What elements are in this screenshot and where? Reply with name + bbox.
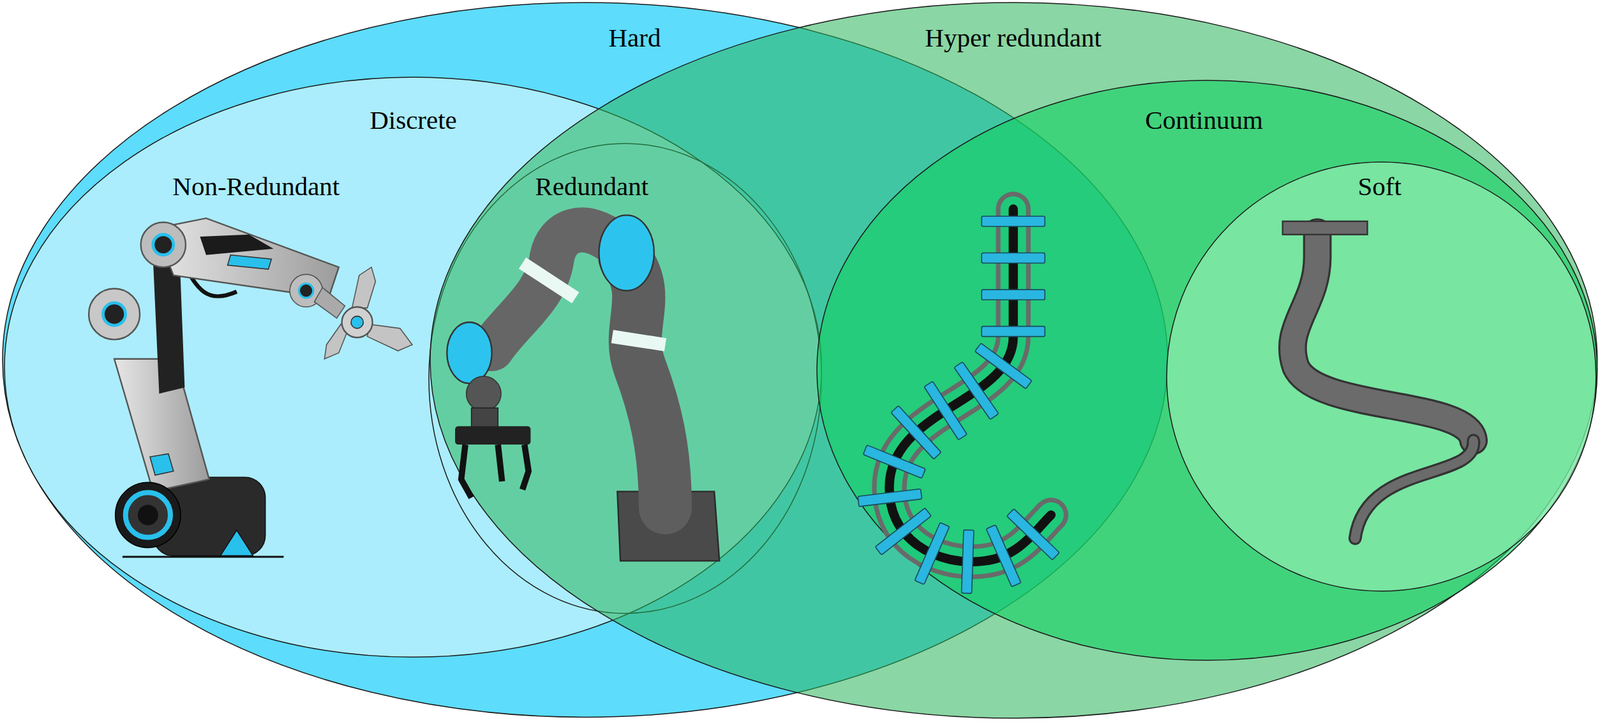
redundant-robot-part: [466, 376, 501, 412]
continuum-discs-part: [981, 216, 1045, 227]
continuum-discs-part: [924, 381, 967, 441]
industrial-robot-part: [298, 283, 313, 298]
continuum-discs-part: [862, 445, 926, 479]
continuum-discs-part: [857, 488, 922, 507]
region-label-holder: Hard: [608, 23, 661, 53]
industrial-robot-part: [141, 222, 186, 268]
industrial-robot-part: [314, 287, 345, 319]
industrial-robot-part: [342, 306, 373, 338]
soft-robot: [1282, 221, 1474, 539]
ellipse-shape: [430, 2, 1598, 719]
soft-robot-part: [1354, 441, 1474, 539]
region-label-holder: Redundant: [534, 172, 649, 202]
industrial-robot-part: [137, 504, 159, 526]
soft-robot-part: [1292, 232, 1473, 442]
continuum-discs-part: [975, 343, 1032, 390]
region-label: Redundant: [534, 171, 649, 202]
redundant-robot-part: [522, 263, 576, 299]
continuum-discs-part: [874, 508, 932, 556]
region-label-holder: Non-Redundant: [172, 172, 340, 202]
soft-region: Soft: [1166, 161, 1597, 593]
continuum-discs-part: [954, 361, 999, 420]
ellipse-outline: [1166, 161, 1597, 593]
continuum-robot-part: [889, 209, 1051, 563]
continuum-discs-part: [981, 289, 1045, 300]
industrial-robot-part: [125, 492, 171, 538]
industrial-robot-part: [115, 482, 181, 548]
continuum-region: ContinuumSoft: [816, 79, 1599, 662]
continuum-discs-part: [986, 525, 1022, 588]
redundant-robot-part: [599, 215, 655, 291]
continuum-discs-part: [981, 253, 1045, 264]
region-label: Discrete: [369, 105, 457, 135]
industrial-robot-part: [220, 530, 253, 556]
industrial-robot-part: [199, 234, 274, 256]
soft-robot-part: [1282, 221, 1368, 235]
continuum-discs: [857, 216, 1060, 594]
industrial-robot-part: [102, 303, 126, 326]
region-label: Soft: [1357, 171, 1401, 202]
industrial-robot-part: [153, 234, 174, 256]
soft-robot-part: [1354, 441, 1474, 539]
region-label: Hyper redundant: [924, 22, 1102, 53]
industrial-robot-part: [149, 453, 174, 476]
industrial-robot-part: [367, 324, 413, 352]
region-label-holder: Hyper redundant: [924, 23, 1102, 53]
industrial-robot: [88, 218, 413, 558]
redundant-robot-part: [497, 444, 502, 482]
continuum-robot: [857, 209, 1060, 595]
continuum-robot-part: [889, 209, 1051, 563]
redundant-robot-part: [624, 257, 666, 509]
continuum-discs-part: [914, 522, 950, 585]
ellipse-shape: [1166, 162, 1597, 592]
redundant-robot-part: [492, 230, 617, 350]
continuum-discs-part: [981, 326, 1045, 337]
region-label: Non-Redundant: [172, 171, 340, 202]
continuum-discs-part: [890, 405, 942, 460]
redundant-robot-part: [446, 322, 492, 384]
industrial-robot-part: [227, 255, 272, 270]
region-label: Hard: [608, 22, 661, 53]
region-label-holder: Soft: [1357, 172, 1401, 202]
continuum-discs-part: [961, 530, 974, 595]
industrial-robot-part: [351, 316, 364, 329]
industrial-robot-part: [88, 288, 140, 340]
region-label-holder: Discrete: [369, 105, 457, 135]
continuum-robot-part: [889, 209, 1051, 563]
ellipse-shape: [816, 80, 1598, 661]
redundant-robot-part: [461, 444, 472, 498]
region-label: Continuum: [1144, 105, 1264, 135]
redundant-robot-part: [612, 336, 666, 346]
redundant-robot-part: [522, 444, 530, 490]
soft-robot-part: [1292, 232, 1473, 442]
region-label-holder: Continuum: [1144, 105, 1264, 135]
industrial-robot-part: [352, 267, 376, 309]
industrial-robot-part: [155, 218, 339, 299]
redundant-robot-part: [455, 426, 531, 445]
redundant-robot: [446, 215, 720, 561]
redundant-robot-part: [471, 408, 499, 429]
continuum-discs-part: [1007, 509, 1061, 561]
